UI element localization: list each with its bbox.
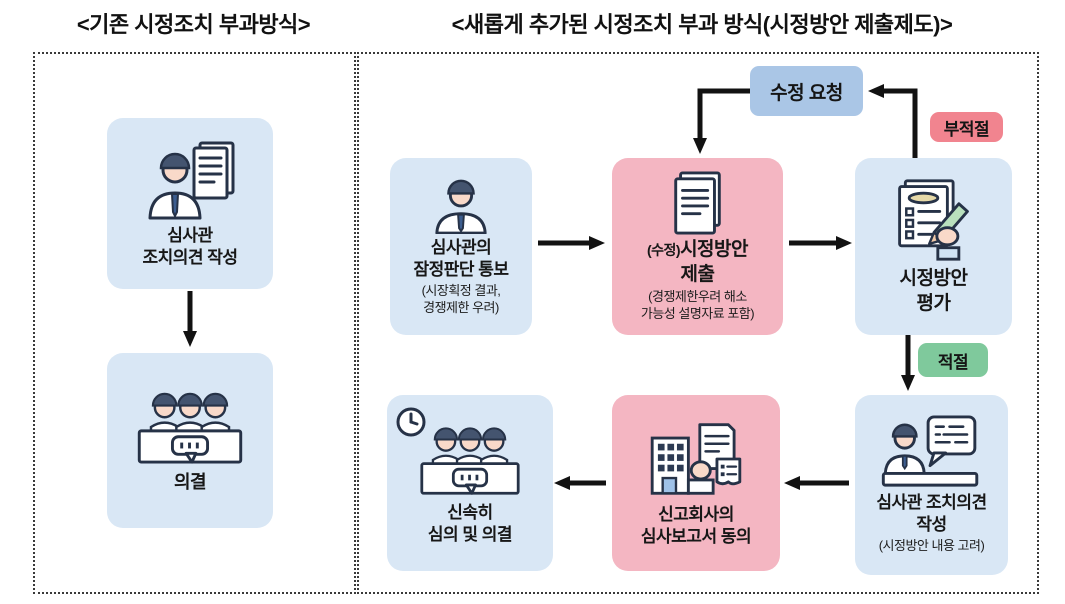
label-line: (시정방안 내용 고려) (878, 538, 985, 554)
old-step-examiner-opinion: 심사관 조치의견 작성 (107, 118, 273, 289)
label-line: (경쟁제한우려 해소 (648, 288, 747, 304)
label-line: 심사관 조치의견 (876, 492, 987, 512)
step-title: 신속히 심의 및 의결 (427, 502, 513, 546)
step-submit-remedy-plan: (수정)시정방안 제출 (경쟁제한우려 해소 가능성 설명자료 포함) (612, 158, 783, 335)
label-line: 의결 (173, 472, 207, 493)
adequate-badge: 적절 (918, 343, 988, 377)
label-line: 조치의견 작성 (142, 248, 238, 267)
step-title: 신고회사의 심사보고서 동의 (640, 504, 752, 548)
step-title: 심사관의 잠정판단 통보 (413, 237, 509, 281)
step-subtitle: (경쟁제한우려 해소 가능성 설명자료 포함) (640, 288, 755, 323)
label-line: 신고회사의 (658, 504, 734, 524)
old-step-resolution: 의결 (107, 353, 273, 528)
examiner-icon (435, 179, 487, 234)
label-line: 잠정판단 통보 (413, 259, 509, 279)
step-examiner-opinion-draft: 심사관 조치의견 작성 (시정방안 내용 고려) (855, 395, 1008, 575)
step-company-consent-report: 신고회사의 심사보고서 동의 (612, 395, 780, 571)
label-line: (수정)시정방안 (646, 238, 749, 262)
checklist-pencil-icon (897, 179, 969, 261)
committee-clock-icon (420, 427, 520, 495)
step-title: 시정방안 평가 (900, 267, 968, 316)
label-line: 제출 (680, 263, 715, 285)
label-line: 평가 (916, 292, 951, 314)
step-subtitle: (시장획정 결과, 경쟁제한 우려) (422, 283, 501, 317)
label-prefix: (수정) (646, 242, 681, 259)
label-line: 작성 (916, 514, 947, 534)
step-prompt-deliberation: 신속히 심의 및 의결 (387, 395, 553, 571)
label-line: 시정방안 (899, 268, 968, 290)
step-preliminary-judgement-notice: 심사관의 잠정판단 통보 (시장획정 결과, 경쟁제한 우려) (390, 158, 532, 335)
committee-icon (137, 393, 243, 465)
step-title: (수정)시정방안 제출 (646, 238, 749, 287)
label-line: (시장획정 결과, (421, 283, 501, 299)
examiner-documents-icon (148, 141, 235, 220)
label-line: 심사보고서 동의 (640, 526, 752, 546)
left-panel-title: <기존 시정조치 부과방식> (76, 12, 311, 37)
documents-icon (673, 171, 721, 235)
label-line: 심사관 (167, 226, 213, 246)
clock-icon (394, 405, 428, 444)
revision-request-badge: 수정 요청 (750, 66, 863, 116)
right-panel-title: <새롭게 추가된 시정조치 부과 방식(시정방안 제출제도)> (451, 12, 953, 37)
step-subtitle: (시정방안 내용 고려) (879, 538, 985, 555)
label-line: 가능성 설명자료 포함) (640, 305, 755, 321)
label-line: 심사관의 (430, 237, 492, 257)
step-evaluate-remedy-plan: 시정방안 평가 (855, 158, 1012, 335)
step-title: 심사관 조치의견 작성 (876, 492, 987, 536)
label-line: 경쟁제한 우려) (423, 300, 499, 316)
label-main: 시정방안 (680, 239, 748, 261)
company-report-icon (650, 423, 742, 495)
inadequate-badge: 부적절 (930, 112, 1003, 142)
examiner-opinion-icon (881, 415, 978, 487)
step-label: 의결 (173, 471, 207, 494)
label-line: 심의 및 의결 (427, 524, 513, 544)
label-line: 신속히 (447, 502, 493, 522)
step-label: 심사관 조치의견 작성 (142, 225, 238, 269)
